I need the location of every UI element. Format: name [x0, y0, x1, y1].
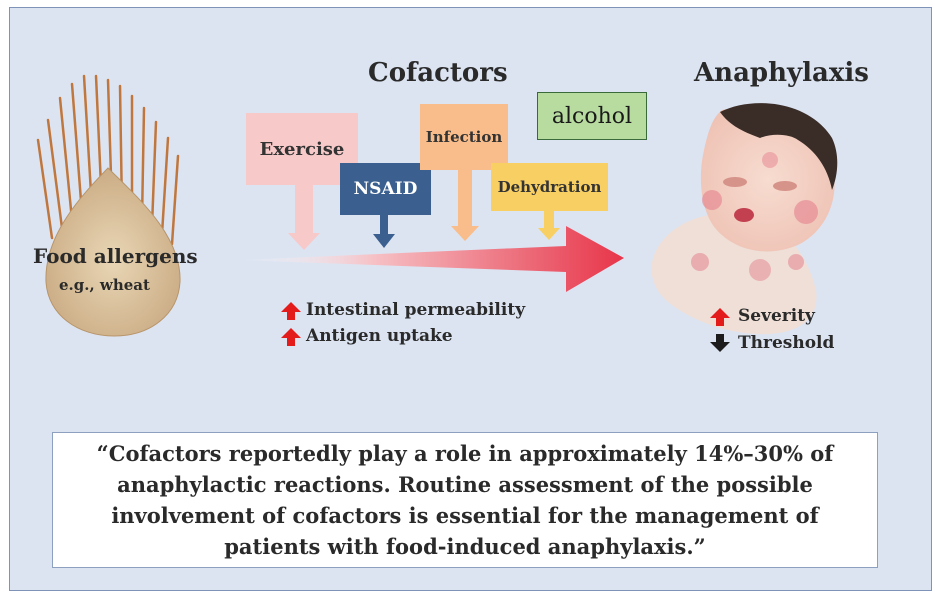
nsaid-arrow — [373, 214, 395, 248]
cofactors-title: Cofactors — [368, 58, 508, 88]
severity-label: Severity — [738, 306, 815, 326]
anaphylaxis-title: Anaphylaxis — [694, 58, 869, 88]
infant-face-icon — [651, 103, 838, 335]
threshold-label: Threshold — [738, 333, 835, 353]
food-example-label: e.g., wheat — [59, 276, 150, 294]
exercise-box: Exercise — [246, 113, 358, 185]
exercise-arrow — [288, 185, 320, 250]
alcohol-box: alcohol — [537, 92, 647, 140]
dehydration-box: Dehydration — [491, 163, 608, 211]
infection-box: Infection — [420, 104, 508, 170]
up-arrow-icon — [281, 328, 301, 346]
up-arrow-icon — [281, 302, 301, 320]
intestinal-permeability-label: Intestinal permeability — [306, 300, 526, 320]
quote-box: “Cofactors reportedly play a role in app… — [52, 432, 878, 568]
food-allergens-label: Food allergens — [33, 244, 198, 268]
wheat-bread-icon — [45, 167, 181, 337]
main-progression-arrow — [238, 226, 624, 292]
quote-text: “Cofactors reportedly play a role in app… — [96, 441, 834, 559]
dehydration-arrow — [538, 210, 560, 240]
down-arrow-icon — [710, 334, 730, 352]
nsaid-box: NSAID — [340, 163, 431, 215]
infection-arrow — [451, 170, 479, 241]
up-arrow-icon — [710, 308, 730, 326]
antigen-uptake-label: Antigen uptake — [306, 326, 453, 346]
